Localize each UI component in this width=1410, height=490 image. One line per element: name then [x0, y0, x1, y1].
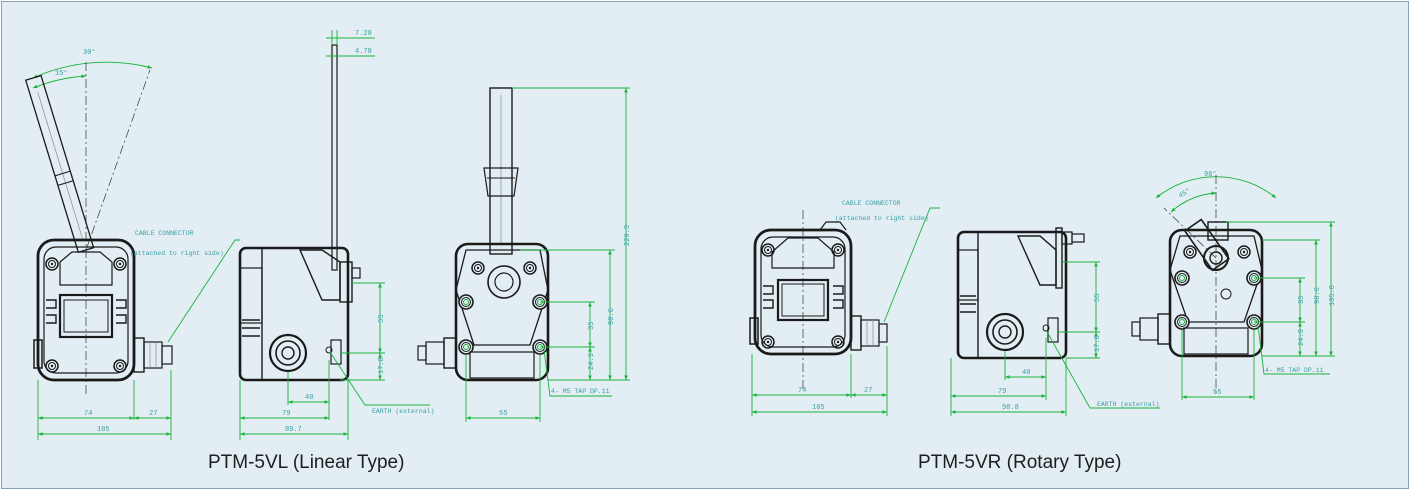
dim-40-right: 40 [1022, 369, 1030, 377]
dim-27-right: 27 [864, 387, 872, 395]
dim-17.8-right: 17.8 [1094, 335, 1102, 352]
dim-74: 74 [84, 410, 92, 418]
dim-27: 27 [149, 410, 157, 418]
dim-4.78: 4.78 [355, 48, 372, 56]
cable-connector-note-side-right: (attached to right side) [835, 215, 929, 222]
cable-gland-right [850, 315, 888, 351]
angle-30-label: 30° [83, 48, 96, 57]
tap-note: 4- M5 TAP DP.11 [551, 388, 610, 395]
cable-gland [133, 337, 173, 373]
angle-90-label: 90° [1204, 170, 1217, 179]
dim-79: 79 [282, 410, 290, 418]
cable-connector-note: CABLE CONNECTOR [135, 230, 194, 237]
dim-79-right: 79 [998, 388, 1006, 396]
dim-55-right: 55 [1094, 294, 1102, 302]
dim-55: 55 [378, 315, 386, 323]
angle-45-label: 45° [1177, 186, 1192, 200]
dim-17.8: 17.8 [378, 357, 386, 374]
cable-connector-note-side: (attached to right side) [130, 250, 224, 257]
earth-note-right: EARTH (external) [1097, 401, 1159, 408]
dim-105.8: 105.8 [1329, 285, 1337, 306]
dim-220.3: 220.3 [624, 225, 632, 246]
left-back-view: 35 24.3 98.6 220.3 55 4- M5 TAP DP.11 [417, 87, 632, 422]
lever-tilted [24, 74, 95, 254]
dim-98.6-right: 98.6 [1314, 287, 1322, 304]
earth-note: EARTH (external) [372, 408, 434, 415]
tap-note-right: 4- M5 TAP DP.11 [1265, 367, 1324, 374]
dim-89.7: 89.7 [285, 426, 302, 434]
left-front-view: 30° 15° C [24, 48, 240, 440]
dim-55-right-bottom: 55 [1213, 389, 1221, 397]
dim-98.6: 98.6 [608, 308, 616, 325]
caption-linear-type: PTM-5VL (Linear Type) [208, 452, 405, 473]
dim-55-bottom: 55 [499, 410, 507, 418]
dim-7.28: 7.28 [355, 30, 372, 38]
dim-105-right: 105 [812, 404, 825, 412]
dim-35-right: 35 [1298, 296, 1306, 304]
right-side-view: 55 17.8 40 79 98.8 EARTH (external) [950, 227, 1160, 416]
left-side-view: 7.28 4.78 55 17.8 40 79 89.7 [238, 30, 434, 440]
dim-24.3-right: 24.3 [1298, 329, 1306, 346]
dim-98.8: 98.8 [1002, 404, 1019, 412]
dim-35: 35 [588, 322, 596, 330]
dim-40: 40 [305, 394, 313, 402]
dim-24.3: 24.3 [588, 353, 596, 370]
dim-105: 105 [97, 426, 110, 434]
right-front-view: CABLE CONNECTOR (attached to right side)… [749, 200, 940, 416]
right-back-view: 90° 45° 35 24.3 98.6 10 [1131, 170, 1337, 400]
dim-74-right: 74 [798, 387, 806, 395]
rotary-arm [1183, 218, 1230, 272]
cable-connector-note-right: CABLE CONNECTOR [842, 200, 901, 207]
angle-15-label: 15° [55, 69, 68, 78]
caption-rotary-type: PTM-5VR (Rotary Type) [918, 452, 1122, 473]
